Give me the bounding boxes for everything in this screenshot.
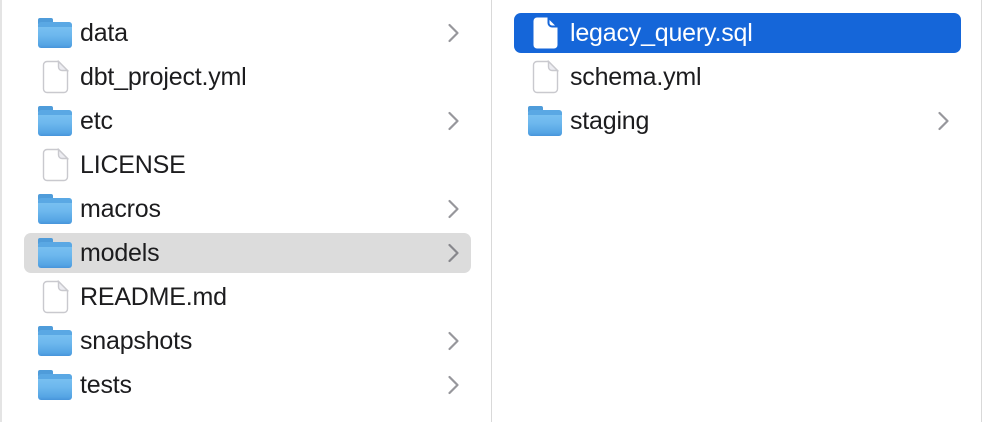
list-item-license[interactable]: LICENSE [2, 143, 491, 187]
folder-icon [528, 105, 562, 136]
folder-icon [38, 369, 72, 400]
list-item-data[interactable]: data [2, 11, 491, 55]
list-item-legacy-query-sql[interactable]: legacy_query.sql [492, 11, 981, 55]
item-label: staging [570, 106, 650, 135]
item-label: LICENSE [80, 150, 186, 179]
list-item-snapshots[interactable]: snapshots [2, 319, 491, 363]
finder-column-2: legacy_query.sql schema.yml [492, 0, 982, 422]
item-label: data [80, 18, 128, 47]
chevron-right-icon [447, 331, 460, 352]
chevron-right-icon [447, 375, 460, 396]
item-label: macros [80, 194, 161, 223]
list-item-etc[interactable]: etc [2, 99, 491, 143]
item-label: models [80, 238, 160, 267]
list-item-readme-md[interactable]: README.md [2, 275, 491, 319]
chevron-right-icon [447, 199, 460, 220]
file-icon [532, 60, 559, 94]
chevron-right-icon [447, 243, 460, 264]
finder-column-1: data dbt_project.yml [2, 0, 492, 422]
folder-icon [38, 105, 72, 136]
item-label: snapshots [80, 326, 193, 355]
file-icon [533, 16, 559, 49]
list-item-tests[interactable]: tests [2, 363, 491, 407]
chevron-right-icon [447, 111, 460, 132]
file-icon [42, 60, 69, 94]
list-item-models[interactable]: models [2, 231, 491, 275]
chevron-right-icon [937, 111, 950, 132]
selection-highlight [514, 13, 961, 53]
selection-highlight [24, 233, 471, 273]
item-label: README.md [80, 282, 227, 311]
chevron-right-icon [447, 23, 460, 44]
folder-icon [38, 193, 72, 224]
folder-icon [38, 325, 72, 356]
item-label: etc [80, 106, 113, 135]
list-item-staging[interactable]: staging [492, 99, 981, 143]
item-label: legacy_query.sql [570, 18, 753, 47]
file-icon [42, 280, 69, 314]
item-label: schema.yml [570, 62, 702, 91]
list-item-dbt-project-yml[interactable]: dbt_project.yml [2, 55, 491, 99]
item-label: dbt_project.yml [80, 62, 247, 91]
list-item-schema-yml[interactable]: schema.yml [492, 55, 981, 99]
list-item-macros[interactable]: macros [2, 187, 491, 231]
folder-icon [38, 17, 72, 48]
item-label: tests [80, 370, 132, 399]
file-icon [42, 148, 69, 182]
folder-icon [38, 237, 72, 268]
